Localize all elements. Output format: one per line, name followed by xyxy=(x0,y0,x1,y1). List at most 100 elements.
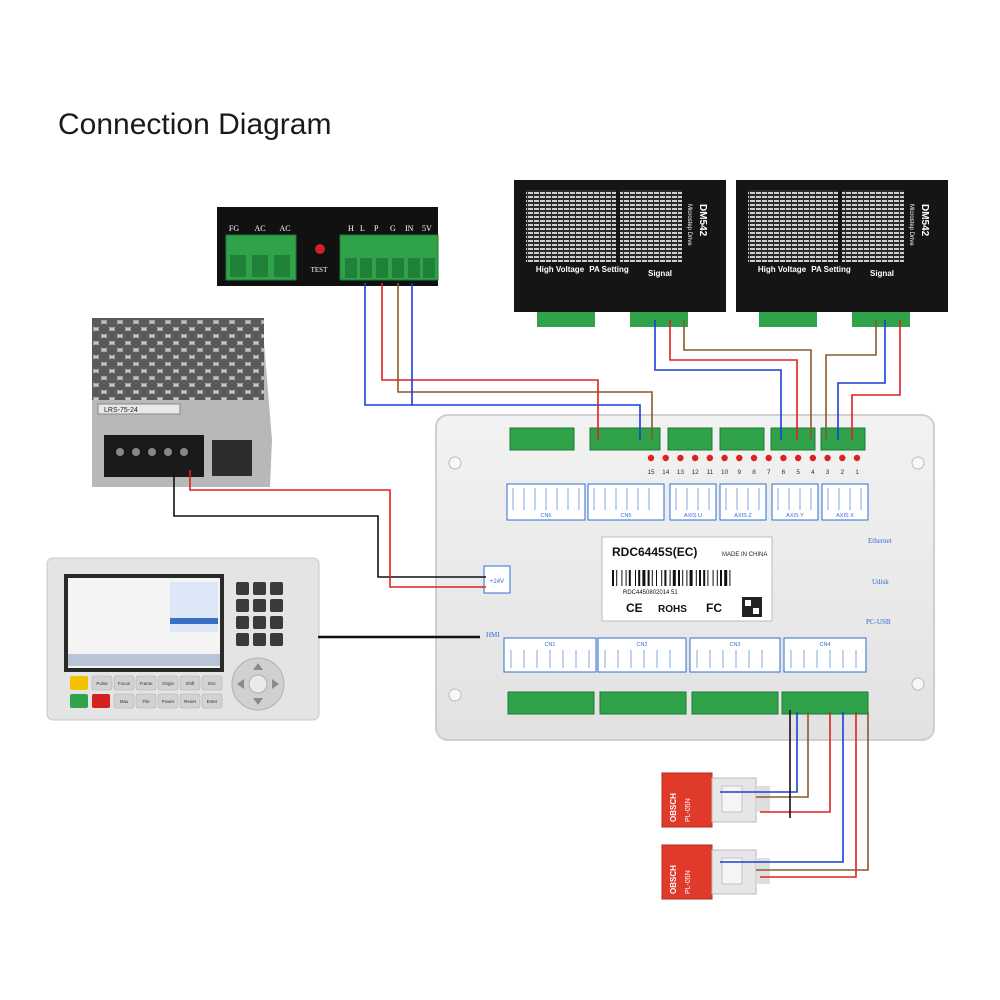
test-label: TEST xyxy=(311,266,328,274)
panel-dpad[interactable] xyxy=(231,657,285,711)
dpad-up-arrow-icon[interactable] xyxy=(253,663,263,670)
bottom-label-group: CN2 xyxy=(597,637,687,673)
port-number-label: 2 xyxy=(840,469,844,476)
panel-key-yellow[interactable] xyxy=(70,676,88,690)
numpad-key[interactable] xyxy=(236,582,249,595)
wire-brown xyxy=(756,712,869,871)
wire-brown xyxy=(683,320,812,440)
numpad-key[interactable] xyxy=(270,599,283,612)
bottom-label-group: CN1 xyxy=(503,637,597,673)
top-group-name: AXIS X xyxy=(836,513,854,519)
panel-numpad xyxy=(236,582,283,646)
panel-function-key-label: Focus xyxy=(118,681,131,686)
test-button[interactable] xyxy=(315,244,325,254)
laser-psu-label-g: G xyxy=(390,224,396,233)
panel-function-key[interactable] xyxy=(113,675,135,691)
wire-brown xyxy=(756,712,809,798)
panel-function-key[interactable] xyxy=(179,693,201,709)
numpad-key[interactable] xyxy=(270,582,283,595)
controller-serial: RDC4450802014 51 xyxy=(623,590,678,596)
hmi-label: HMI xyxy=(486,631,500,639)
driver-2-section-hv: High Voltage xyxy=(758,265,807,274)
numpad-key[interactable] xyxy=(270,616,283,629)
numpad-key[interactable] xyxy=(236,616,249,629)
top-label-group: AXIS X xyxy=(821,483,869,521)
driver-2-section-pa: PA Setting xyxy=(811,265,851,274)
limit-switch-2-model: PL-05N xyxy=(685,870,692,894)
dpad-right-arrow-icon[interactable] xyxy=(272,679,279,689)
laser-psu-right-terminal xyxy=(339,234,439,281)
dpad-down-arrow-icon[interactable] xyxy=(253,698,263,705)
top-label-group: CN5 xyxy=(587,483,665,521)
panel-function-key[interactable] xyxy=(135,693,157,709)
limit-switch-1-model: PL-05N xyxy=(685,798,692,822)
port-number-label: 14 xyxy=(662,469,670,476)
port-indicator-led xyxy=(706,454,714,462)
panel-function-key[interactable] xyxy=(201,675,223,691)
driver-2-section-signal: Signal xyxy=(870,269,894,278)
panel-function-key-label: Frame xyxy=(139,681,152,686)
numpad-key[interactable] xyxy=(236,633,249,646)
laser-psu-label-p: P xyxy=(374,224,379,233)
panel-function-key[interactable] xyxy=(113,693,135,709)
laser-psu-label-ac1: AC xyxy=(254,224,265,233)
stepper-driver-1: DM542 Microstep Drive High Voltage PA Se… xyxy=(514,180,726,327)
panel-function-key[interactable] xyxy=(157,675,179,691)
panel-function-key[interactable] xyxy=(135,675,157,691)
driver-2-subtitle: Microstep Drive xyxy=(908,204,914,246)
wires xyxy=(173,283,901,878)
port-indicator-led xyxy=(794,454,802,462)
wire-blue xyxy=(720,712,844,863)
dpad-left-arrow-icon[interactable] xyxy=(237,679,244,689)
top-label-group: AXIS Z xyxy=(719,483,767,521)
port-number-label: 15 xyxy=(647,469,655,476)
numpad-key[interactable] xyxy=(253,582,266,595)
port-number-label: 5 xyxy=(796,469,800,476)
driver-1-section-pa: PA Setting xyxy=(589,265,629,274)
numpad-key[interactable] xyxy=(236,599,249,612)
wire-blue xyxy=(364,283,641,440)
driver-1-hv-terminal xyxy=(537,312,595,327)
top-label-group: CN6 xyxy=(506,483,586,521)
panel-function-key[interactable] xyxy=(157,693,179,709)
port-indicator-led xyxy=(736,454,743,462)
driver-2-hv-terminal xyxy=(759,312,817,327)
bottom-group-name: CN1 xyxy=(544,642,555,648)
port-number-label: 4 xyxy=(811,469,815,476)
port-number-label: 11 xyxy=(706,469,713,476)
limit-switch-2-brand: OBSCH xyxy=(669,865,678,894)
controller-top-terminals xyxy=(509,427,866,451)
port-number-label: 10 xyxy=(721,469,729,476)
top-group-name: CN5 xyxy=(620,513,631,519)
pc-usb-label: PC-USB xyxy=(866,618,891,626)
port-number-label: 1 xyxy=(855,469,859,476)
panel-function-key-label: Power xyxy=(162,699,175,704)
wire-red xyxy=(669,320,798,440)
panel-function-key-label: Reset xyxy=(184,699,197,704)
wire-brown xyxy=(397,283,653,440)
numpad-key[interactable] xyxy=(270,633,283,646)
numpad-key[interactable] xyxy=(253,599,266,612)
panel-function-key[interactable] xyxy=(179,675,201,691)
port-number-label: 9 xyxy=(737,469,741,476)
port-number-label: 3 xyxy=(826,469,830,476)
stepper-driver-2: DM542 Microstep Drive High Voltage PA Se… xyxy=(736,180,948,327)
panel-function-key[interactable] xyxy=(201,693,223,709)
laser-psu-label-l: L xyxy=(360,224,365,233)
controller-port-indicators xyxy=(647,454,861,462)
numpad-key[interactable] xyxy=(253,616,266,629)
driver-2-switch-table xyxy=(748,190,838,262)
panel-function-key[interactable] xyxy=(91,675,113,691)
wire-black xyxy=(173,470,486,578)
numpad-key[interactable] xyxy=(253,633,266,646)
laser-power-supply: FG AC AC TEST H L P G IN 5V xyxy=(217,207,439,286)
panel-key-red[interactable] xyxy=(92,694,110,708)
controller-bottom-terminals xyxy=(507,691,869,715)
panel-key-green[interactable] xyxy=(70,694,88,708)
panel-color-keys xyxy=(70,676,110,708)
bottom-group-name: CN2 xyxy=(636,642,647,648)
